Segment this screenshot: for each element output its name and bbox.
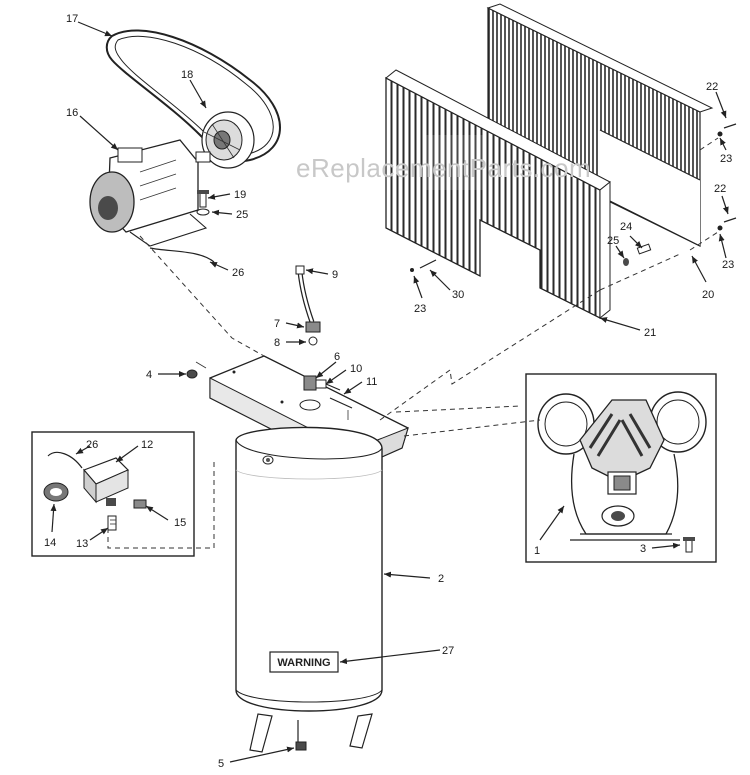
callout-3: 3: [640, 543, 646, 555]
callout-23-right: 23: [722, 259, 734, 271]
belt-guard-back: [486, 3, 714, 247]
callout-18: 18: [181, 69, 193, 81]
outlet-tube: [295, 265, 315, 323]
callout-numbers: 17 18 16 19 25 26 9 7 8 6 10 11 4 26 12 …: [44, 13, 734, 770]
callout-16: 16: [66, 107, 78, 119]
air-tank: [235, 426, 383, 712]
callout-4: 4: [146, 369, 152, 381]
drain-valve: [295, 741, 307, 751]
callout-8: 8: [274, 337, 280, 349]
ferrule-8: [308, 336, 318, 346]
callout-22-top: 22: [706, 81, 718, 93]
air-compressor-pump: [537, 391, 707, 541]
callout-25-guard: 25: [607, 235, 619, 247]
callout-15: 15: [174, 517, 186, 529]
callout-21: 21: [644, 327, 656, 339]
callout-11: 11: [366, 376, 377, 388]
callout-10: 10: [350, 363, 362, 375]
callout-7: 7: [274, 318, 280, 330]
pressure-switch-inset: [31, 431, 195, 557]
callout-26-inset: 26: [86, 439, 98, 451]
pump-bolt: [683, 537, 695, 553]
callout-30: 30: [452, 289, 464, 301]
callout-26-motor: 26: [232, 267, 244, 279]
callout-2: 2: [438, 573, 444, 585]
bolt-19: [197, 190, 209, 208]
callout-19: 19: [234, 189, 246, 201]
bolt-4: [186, 361, 207, 379]
electric-motor: [89, 139, 215, 263]
warning-label: WARNING: [269, 651, 339, 673]
washer-25-motor: [196, 208, 210, 216]
callout-5: 5: [218, 758, 224, 770]
callout-6: 6: [334, 351, 340, 363]
callout-14: 14: [44, 537, 56, 549]
callout-17: 17: [66, 13, 78, 25]
callout-13: 13: [76, 538, 88, 550]
tank-legs: [249, 713, 373, 753]
pump-inset: [525, 373, 717, 563]
leader-lines: [50, 21, 729, 763]
callout-20: 20: [702, 289, 714, 301]
callout-27: 27: [442, 645, 454, 657]
check-valve: [303, 375, 353, 420]
callout-25-motor: 25: [236, 209, 248, 221]
callout-23-top: 23: [720, 153, 732, 165]
callout-1: 1: [534, 545, 540, 557]
callout-12: 12: [141, 439, 153, 451]
guard-hardware: [410, 123, 737, 272]
belt-guard-front: [385, 69, 611, 320]
nut-7: [305, 321, 321, 333]
callout-22-mid: 22: [714, 183, 726, 195]
assembly-lines: [107, 137, 719, 549]
watermark-text: eReplacementParts.com: [296, 153, 591, 183]
motor-pulley: [201, 111, 255, 169]
warning-label-text: WARNING: [277, 657, 330, 669]
callout-24: 24: [620, 221, 632, 233]
callout-23-left: 23: [414, 303, 426, 315]
callout-9: 9: [332, 269, 338, 281]
